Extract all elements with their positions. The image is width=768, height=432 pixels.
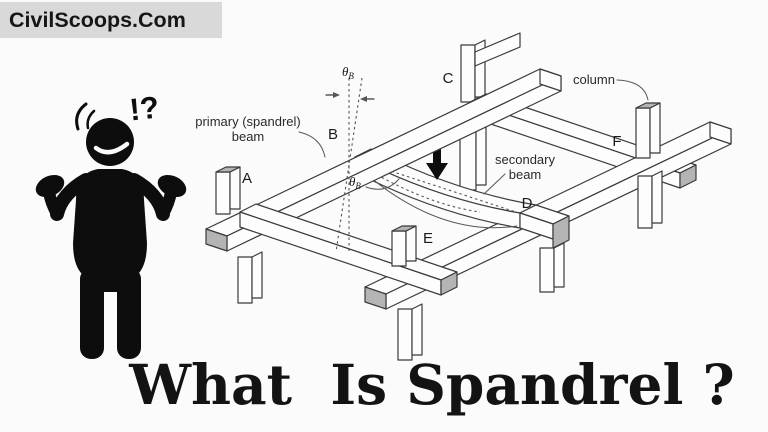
column-label: column — [573, 72, 615, 87]
exclamation-question-marks: !? — [128, 90, 161, 128]
secondary-beam-label: secondary beam — [495, 152, 555, 182]
primary-beam-leader — [298, 131, 326, 158]
svg-text:beam: beam — [232, 129, 265, 144]
load-arrow-icon — [426, 140, 448, 180]
site-banner: CivilScoops.Com — [0, 2, 222, 38]
joint-label-e: E — [423, 230, 433, 247]
person-left-leg — [80, 268, 104, 359]
stub-at-d — [519, 204, 570, 293]
svg-text:primary (spandrel): primary (spandrel) — [195, 114, 300, 129]
column-below-a — [237, 251, 263, 304]
rotation-lines-at-b — [325, 77, 400, 253]
confused-person-figure: !? — [35, 90, 187, 359]
spandrel-structure-diagram: A B C D E F θB θB primary (spandrel) bea… — [195, 32, 732, 361]
joint-label-f: F — [612, 133, 621, 150]
secondary-beam-leader — [483, 173, 506, 195]
column-above-a — [215, 166, 241, 215]
joint-label-b: B — [328, 126, 338, 143]
theta-arc — [365, 178, 400, 190]
shake-line-icon — [75, 102, 88, 131]
person-right-hand — [157, 174, 187, 198]
column-leader — [616, 79, 649, 101]
joint-label-a: A — [242, 170, 252, 187]
person-right-leg — [117, 268, 141, 359]
person-left-hand — [35, 174, 65, 198]
joint-label-c: C — [443, 70, 454, 87]
person-frown-mouth — [93, 141, 130, 155]
svg-text:secondary: secondary — [495, 152, 555, 167]
theta-b-top: θB — [342, 64, 354, 81]
person-head — [86, 118, 134, 166]
spandrel-beam-a-b-c — [205, 68, 562, 252]
deflection-curve — [357, 166, 518, 229]
site-banner-text: CivilScoops.Com — [9, 7, 186, 32]
column-above-c — [460, 32, 521, 103]
primary-beam-label: primary (spandrel) beam — [195, 114, 300, 144]
person-torso — [73, 169, 147, 292]
joint-label-d: D — [522, 195, 533, 212]
column-at-e — [391, 225, 423, 361]
page-title: What Is Spandrel ? — [129, 352, 735, 417]
deflection-ghost-curve — [371, 171, 481, 213]
svg-text:beam: beam — [509, 167, 542, 182]
theta-b-bottom: θB — [349, 174, 361, 191]
column-at-f — [635, 102, 663, 229]
shake-line-icon — [86, 109, 96, 130]
